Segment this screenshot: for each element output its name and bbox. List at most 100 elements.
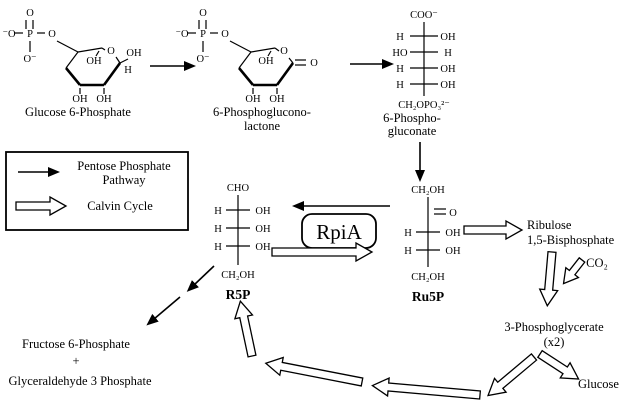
bond (115, 56, 121, 64)
atom-label: OH (255, 224, 271, 235)
atom-label: OH (96, 94, 112, 105)
atom-label: OH (245, 94, 261, 105)
bond (102, 62, 122, 86)
atom-label: O (280, 46, 288, 57)
atom-label: ⁻O (175, 29, 189, 40)
bond (288, 57, 294, 64)
atom-label: H (404, 246, 412, 257)
atom-label: O⁻ (196, 54, 209, 65)
bond (64, 67, 82, 86)
atom-label: HO (392, 48, 408, 59)
atom-label: OH (269, 94, 285, 105)
atom-label: OH (255, 242, 271, 253)
molecule-name: 6-Phosphoglucono- (213, 105, 311, 119)
bond (238, 51, 252, 69)
atom-label: H (444, 48, 452, 59)
arrow-co2-in (562, 256, 586, 285)
rubp-label: Ribulose (527, 218, 572, 232)
atom-label: OH (440, 64, 456, 75)
atom-label: H (396, 80, 404, 91)
co2-label: CO₂ (586, 256, 608, 270)
atom-label: OH (258, 56, 274, 67)
atom-label: O⁻ (23, 54, 36, 65)
legend-pentose-label: Pathway (102, 173, 146, 187)
phosphogluconate-structure: COO⁻ H OH HO H H OH H OH CH₂OPO₃²⁻ 6-Pho… (383, 10, 456, 138)
atom-label: O (449, 208, 457, 219)
pg-label: 3-Phosphoglycerate (504, 320, 604, 334)
atom-label: P (200, 29, 206, 40)
atom-label: P (27, 29, 33, 40)
arrow-regeneration-to-r5p (233, 299, 257, 358)
atom-label: CH₂OH (411, 185, 445, 196)
arrow-r5p-to-ru5p-calvin (271, 241, 374, 263)
molecule-name: gluconate (388, 124, 437, 138)
atom-label: O (221, 29, 229, 40)
atom-label: CH₂OPO₃²⁻ (398, 100, 450, 111)
atom-label: O (26, 8, 34, 19)
bond (77, 47, 103, 53)
bond (275, 62, 295, 86)
enzyme-name: RpiA (316, 220, 362, 244)
phosphogluconolactone-structure: O ⁻O P O⁻ O O O OH OH OH 6-Phosphoglucon… (175, 8, 318, 133)
bond (274, 47, 280, 52)
atom-label: O (48, 29, 56, 40)
atom-label: OH (126, 48, 142, 59)
atom-label: OH (440, 32, 456, 43)
arrow-rubp-to-pg (538, 250, 559, 308)
bond (237, 67, 255, 86)
glucose-6-phosphate-structure: O ⁻O P O⁻ O O OH OH H OH OH Glucose 6-Ph… (2, 8, 142, 119)
legend-box: Pentose Phosphate Pathway Calvin Cycle (5, 151, 189, 231)
atom-label: O (107, 46, 115, 57)
molecule-name: R5P (226, 287, 251, 302)
enzyme-box: RpiA (301, 213, 377, 249)
atom-label: ⁻O (2, 29, 16, 40)
bond (119, 58, 129, 64)
molecule-name: lactone (244, 119, 281, 133)
atom-label: H (214, 242, 222, 253)
arrow-regeneration-1 (371, 376, 482, 400)
arrow-pg-to-regeneration (487, 353, 538, 397)
rubp-label: 1,5-Bisphosphate (527, 233, 615, 247)
bond (101, 47, 106, 51)
atom-label: H (214, 224, 222, 235)
ru5p-structure: CH₂OH O H OH H OH CH₂OH Ru5P (404, 185, 461, 304)
pg-label: (x2) (544, 335, 565, 349)
molecule-name: Ru5P (412, 289, 444, 304)
molecule-name: Glucose 6-Phosphate (25, 105, 131, 119)
arrow-r5p-to-products-1 (186, 265, 215, 292)
atom-label: H (214, 206, 222, 217)
atom-label: OH (445, 246, 461, 257)
arrow-ru5p-to-rubp (463, 219, 524, 241)
bond (56, 40, 79, 53)
molecule-name: 6-Phospho- (383, 111, 441, 125)
r5p-structure: CHO H OH H OH H OH CH₂OH R5P (214, 183, 271, 302)
g3p-label: Glyceraldehyde 3 Phosphate (8, 374, 151, 388)
legend-pentose-label: Pentose Phosphate (77, 159, 171, 173)
bond (267, 50, 272, 57)
arrow-r5p-to-products-2 (146, 296, 181, 326)
atom-label: OH (255, 206, 271, 217)
atom-label: H (396, 32, 404, 43)
bond (95, 50, 100, 57)
atom-label: O (199, 8, 207, 19)
bond (250, 47, 276, 53)
atom-label: COO⁻ (410, 10, 438, 21)
bond (229, 40, 252, 53)
atom-label: H (404, 228, 412, 239)
fructose-label: Fructose 6-Phosphate (22, 337, 130, 351)
arrow-pg-to-glucose (536, 349, 580, 380)
atom-label: OH (86, 56, 102, 67)
atom-label: OH (72, 94, 88, 105)
legend-frame (5, 151, 189, 231)
arrow-regeneration-2 (264, 356, 364, 387)
atom-label: CH₂OH (411, 272, 445, 283)
legend-calvin-label: Calvin Cycle (87, 199, 153, 213)
atom-label: CHO (227, 183, 250, 194)
atom-label: OH (445, 228, 461, 239)
plus-sign: + (72, 354, 79, 368)
glucose-label: Glucose (578, 377, 619, 391)
atom-label: OH (440, 80, 456, 91)
legend-open-arrow (15, 195, 68, 217)
